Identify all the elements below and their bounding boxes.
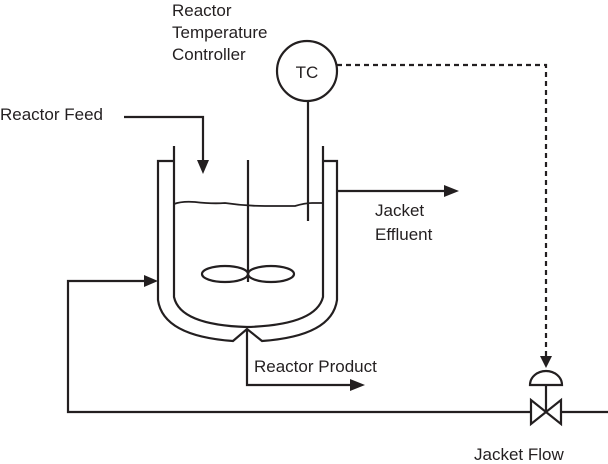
feed-arrowhead [197, 160, 209, 174]
control-valve [528, 369, 564, 427]
feed-line [124, 115, 205, 160]
liquid-level [173, 200, 323, 207]
reactor-vessel [172, 146, 325, 329]
controller-label-1: Reactor [172, 1, 232, 20]
control-signal-line [337, 63, 548, 356]
controller-label-2: Temperature [172, 23, 267, 42]
controller-label-3: Controller [172, 45, 246, 64]
jacket-flow-label: Jacket Flow [474, 445, 564, 464]
tc-label: TC [296, 63, 319, 82]
impeller-blade-right [246, 264, 296, 284]
product-label: Reactor Product [254, 357, 377, 376]
feed-label: Reactor Feed [0, 105, 103, 124]
impeller-blade-left [200, 264, 250, 284]
effluent-arrowhead [444, 185, 459, 197]
product-arrowhead [350, 379, 365, 391]
reactor-product-line [245, 329, 352, 387]
effluent-label-1: Jacket [375, 201, 424, 220]
signal-arrowhead [540, 356, 552, 368]
jacket-flow-line [66, 279, 608, 414]
effluent-label-2: Effluent [375, 225, 433, 244]
jacket-inlet-arrowhead [144, 275, 158, 287]
